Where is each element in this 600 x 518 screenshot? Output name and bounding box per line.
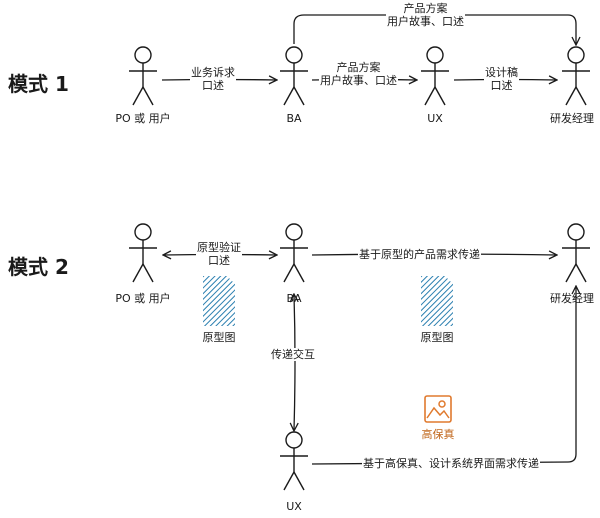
edge-label-ba-dev-top-1: 产品方案用户故事、口述 [386,2,465,28]
actor-po-user-2 [129,223,157,283]
edge-label-po-ba-1: 业务诉求口述 [190,66,236,92]
edge-label-ba-dev-2: 基于原型的产品需求传递 [358,248,481,261]
actor-ba-1 [280,46,308,106]
actor-dev-manager-1 [562,46,590,106]
edge-label-ux-dev-2: 基于高保真、设计系统界面需求传递 [362,457,540,470]
artifact-caption-hifi: 高保真 [421,428,455,441]
edge-label-ba-ux-1: 产品方案用户故事、口述 [319,61,398,87]
actor-name-dev-manager-2: 研发经理 [550,292,594,305]
edge-ba-ux-bidirectional-2 [294,295,295,430]
mode-2-title: 模式 2 [8,255,69,279]
actor-dev-manager-2 [562,223,590,283]
actor-name-po-user-1: PO 或 用户 [115,112,171,125]
edge-label-ba-po-2: 原型验证口述 [196,241,242,267]
actor-ux-1 [421,46,449,106]
image-icon [424,395,452,423]
actor-name-dev-manager-1: 研发经理 [550,112,594,125]
actor-name-ba-1: BA [286,112,302,125]
prototype-file-icon [421,276,453,326]
actor-ux-2 [280,431,308,491]
artifact-caption-prototype-2: 原型图 [420,331,454,344]
prototype-file-icon [203,276,235,326]
actor-name-ux-1: UX [427,112,443,125]
actor-ba-2 [280,223,308,283]
actor-po-user-1 [129,46,157,106]
artifact-caption-prototype-1: 原型图 [202,331,236,344]
edge-ux-to-dev-2 [311,287,576,465]
actor-name-ba-2: BA [286,292,302,305]
edge-label-ba-ux-2: 传递交互 [270,348,316,361]
mode-1-title: 模式 1 [8,72,69,96]
edge-label-ux-dev-1: 设计稿口述 [484,66,519,92]
actor-name-po-user-2: PO 或 用户 [115,292,171,305]
actor-name-ux-2: UX [286,500,302,513]
